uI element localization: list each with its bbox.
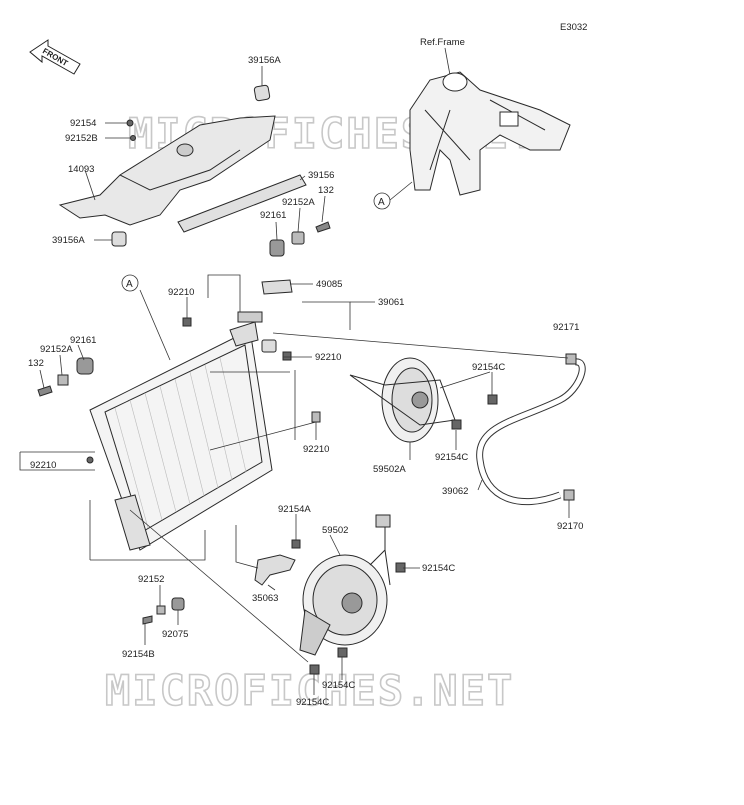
- part-label: 92154C: [296, 697, 329, 708]
- part-label: 92152: [138, 574, 164, 585]
- fan-upper: [349, 357, 456, 443]
- part-label: 39156A: [52, 235, 85, 246]
- part-label: 92171: [553, 322, 579, 333]
- radiator-part: [89, 321, 277, 551]
- part-label: 92154C: [472, 362, 505, 373]
- part-label: 92210: [315, 352, 341, 363]
- part-label: 92154C: [435, 452, 468, 463]
- callout-a-frame: A: [373, 192, 391, 210]
- radiator-cap: [261, 279, 293, 295]
- part-label: 39156: [308, 170, 334, 181]
- front-arrow-icon: FRONT: [29, 39, 81, 75]
- part-label: 14093: [68, 164, 94, 175]
- hardware-lower: [142, 394, 498, 675]
- part-label: 92152B: [65, 133, 98, 144]
- part-label: 39061: [378, 297, 404, 308]
- part-label: 35063: [252, 593, 278, 604]
- shroud-part: [58, 84, 276, 247]
- part-label: 92154B: [122, 649, 155, 660]
- part-label: 92154C: [422, 563, 455, 574]
- part-label: 92161: [70, 335, 96, 346]
- part-label: 49085: [316, 279, 342, 290]
- part-label: 39062: [442, 486, 468, 497]
- part-label: 92210: [168, 287, 194, 298]
- diagram-code: E3032: [560, 22, 587, 33]
- part-label: 59502: [322, 525, 348, 536]
- part-label: 92170: [557, 521, 583, 532]
- part-label: 132: [318, 185, 334, 196]
- part-label: 92152A: [282, 197, 315, 208]
- part-label: 92154C: [322, 680, 355, 691]
- part-label: 39156A: [248, 55, 281, 66]
- leader-lines: [19, 66, 570, 695]
- ref-frame-label: Ref.Frame: [420, 37, 465, 48]
- callout-a-radiator-text: A: [126, 279, 133, 290]
- part-label: 92210: [30, 460, 56, 471]
- part-label: 92152A: [40, 344, 73, 355]
- part-label: 92075: [162, 629, 188, 640]
- seal-strip: [177, 174, 307, 233]
- part-label: 92161: [260, 210, 286, 221]
- hardware-left: [37, 317, 321, 464]
- watermark-bottom: MICROFICHES.NET: [105, 666, 514, 715]
- part-labels: 39156A 92154 92152B 14093 39156 132 9215…: [28, 55, 583, 708]
- part-label: 92210: [303, 444, 329, 455]
- bracket-part: [254, 554, 296, 586]
- callout-a-frame-text: A: [378, 197, 385, 208]
- fan-lower: [299, 514, 391, 656]
- hose-part: [476, 353, 586, 506]
- callout-a-radiator: A: [121, 274, 139, 292]
- part-label: 92154: [70, 118, 96, 129]
- part-label: 132: [28, 358, 44, 369]
- part-label: 92154A: [278, 504, 311, 515]
- grommets-top: [269, 221, 331, 257]
- ref-frame: Ref.Frame: [389, 37, 571, 201]
- part-label: 59502A: [373, 464, 406, 475]
